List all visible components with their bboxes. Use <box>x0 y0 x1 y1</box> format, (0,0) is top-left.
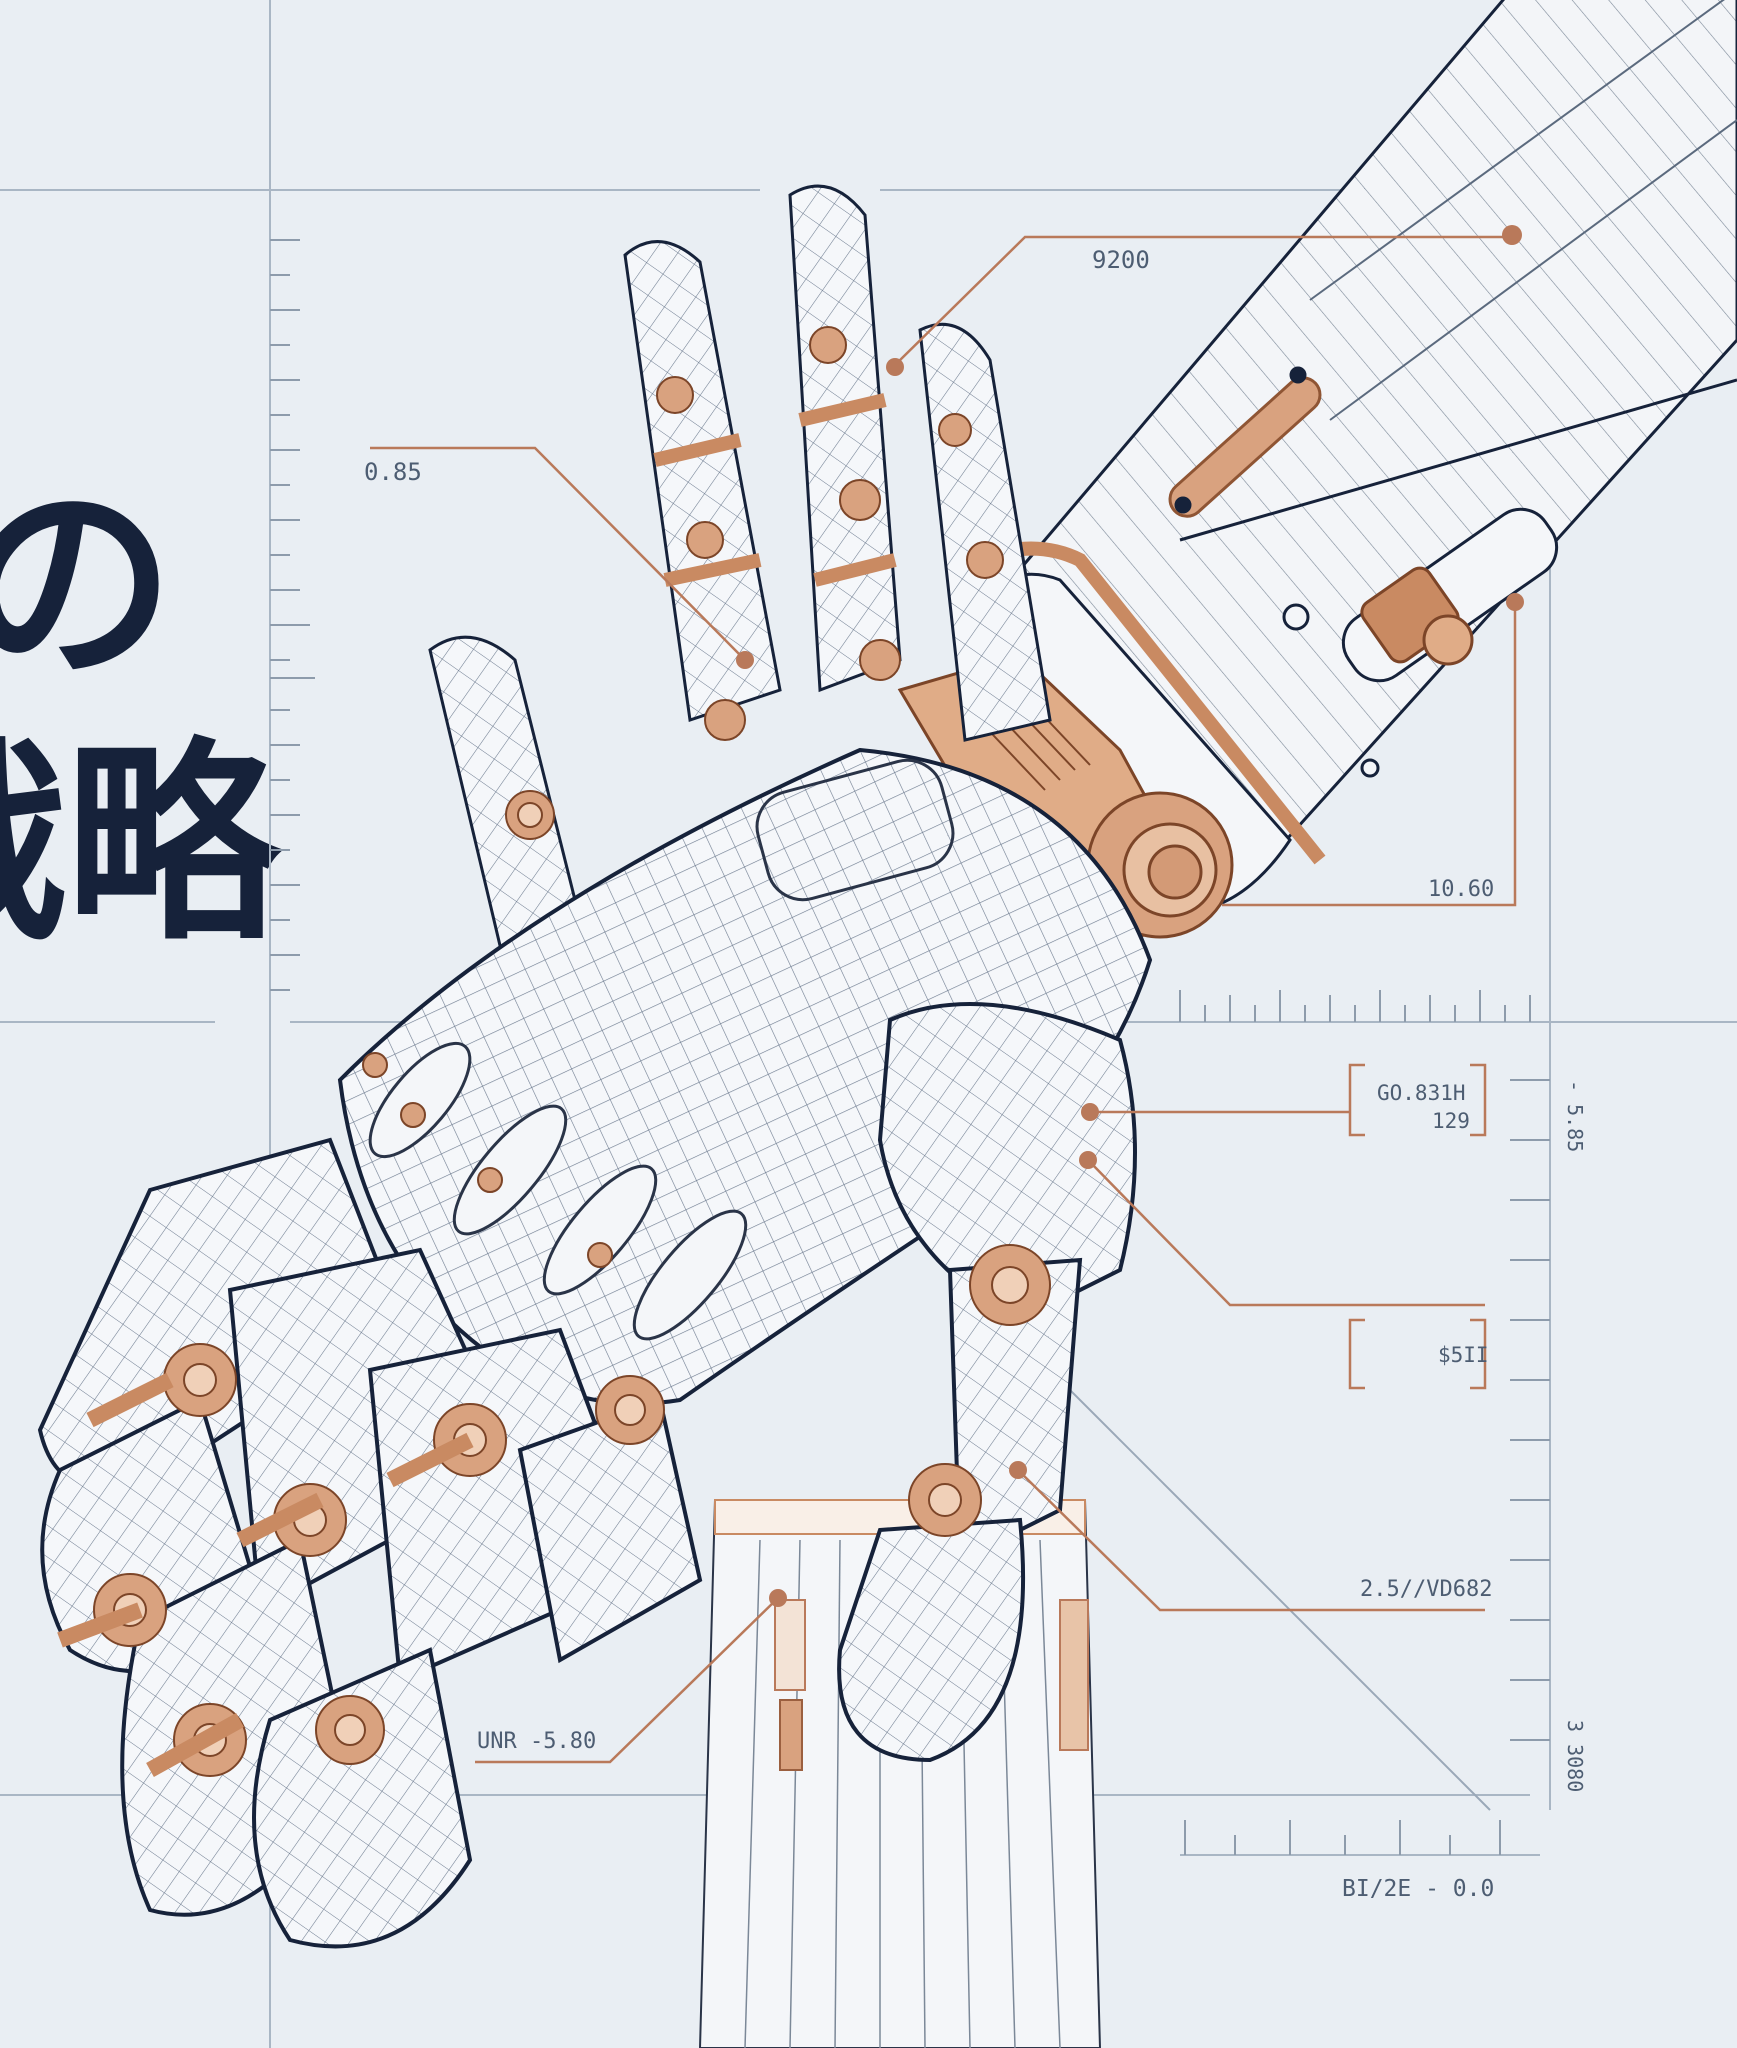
callout-leaders <box>370 235 1517 1764</box>
callout-vertical-bottom: 3 3080 <box>1563 1720 1587 1792</box>
callout-left-upper: 0.85 <box>364 458 422 486</box>
callout-top: 9200 <box>1092 246 1150 274</box>
title-line-2: 戦略 <box>0 719 280 970</box>
callout-vertical-top: - 5.85 <box>1563 1080 1587 1152</box>
palm <box>337 747 1153 1406</box>
callout-bottom: BI/2E - 0.0 <box>1342 1876 1494 1902</box>
curled-fingers <box>37 1137 703 1949</box>
callout-left-low: UNR -5.80 <box>477 1729 596 1754</box>
callout-box-a-line1: GO.831H <box>1377 1081 1466 1105</box>
callout-dots <box>736 225 1524 1607</box>
right-ruler-ticks <box>1510 1079 1550 1741</box>
construction-line <box>1049 1369 1491 1811</box>
callout-labels: 9200 0.85 10.60 GO.831H 129 $5II 2.5//VD… <box>364 246 1587 1902</box>
callout-box-b: $5II <box>1438 1343 1489 1367</box>
raised-fingers <box>428 184 1052 1033</box>
title-line-1: の <box>0 459 175 710</box>
left-ruler-ticks <box>270 239 315 991</box>
callout-right-mid: 10.60 <box>1428 877 1494 902</box>
callout-right-low: 2.5//VD682 <box>1360 1577 1492 1602</box>
callout-box-a-line2: 129 <box>1432 1109 1470 1133</box>
wrist-ruler-ticks <box>1179 990 1531 1855</box>
thumb <box>837 1002 1137 1763</box>
